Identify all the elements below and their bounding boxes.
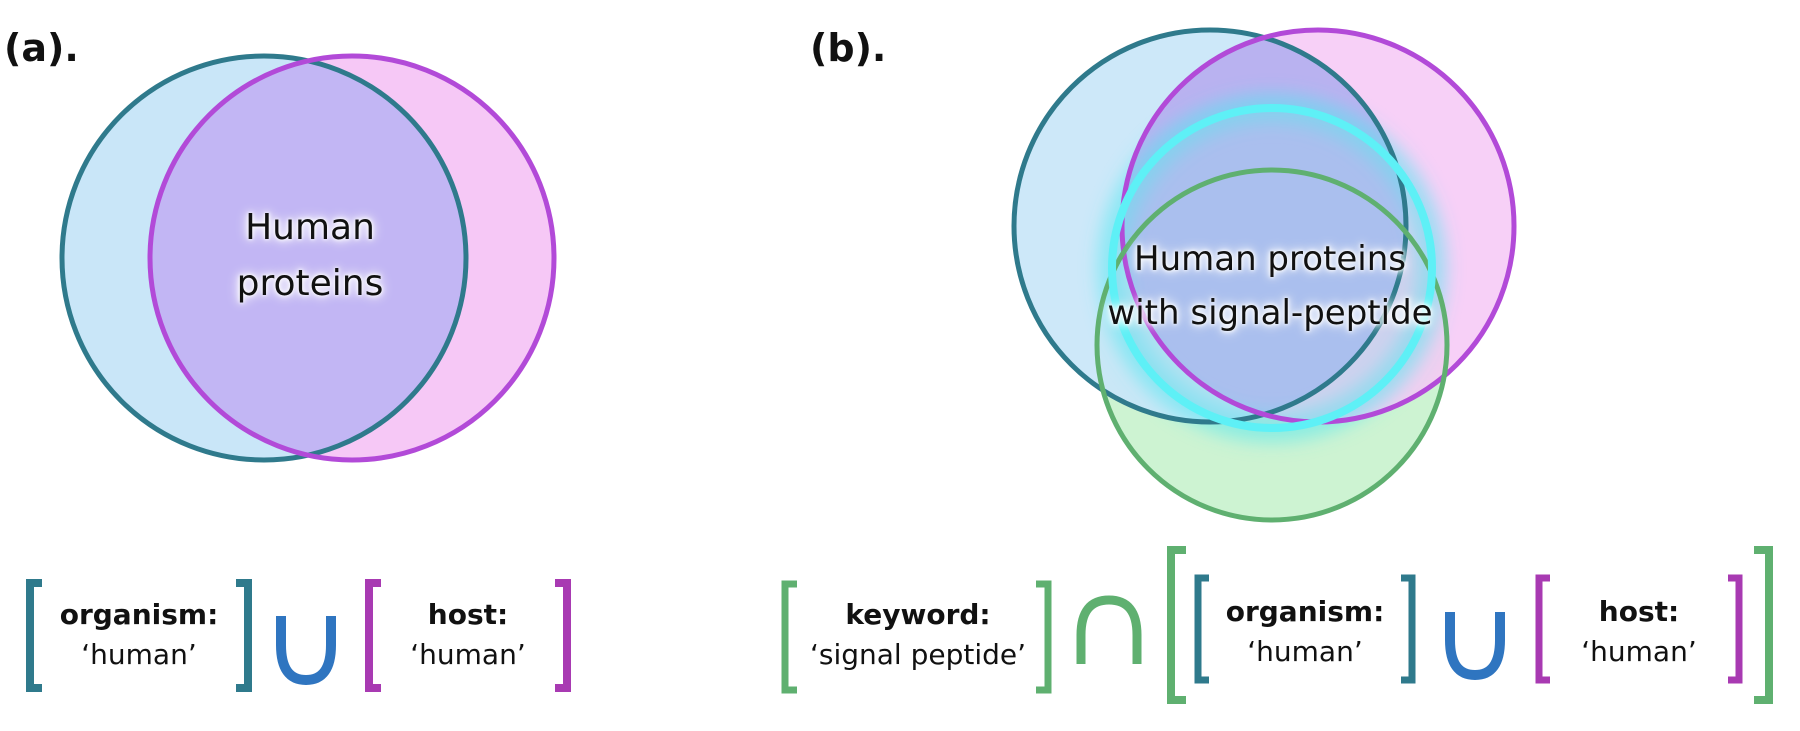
formula-b-keyword-term: keyword: ‘signal peptide’ — [793, 595, 1043, 675]
formula-b-host-value: ‘human’ — [1581, 635, 1697, 668]
formula-a-host-value: ‘human’ — [410, 638, 526, 671]
venn-a-center-line-2: proteins — [236, 263, 384, 304]
venn-b — [1011, 27, 1517, 523]
venn-b-center-text: Human proteins with signal-peptide — [1060, 232, 1480, 340]
highlight-ring — [1108, 104, 1436, 432]
organism-bracket-left-a — [26, 579, 42, 692]
venn-a-center-line-1: Human — [245, 207, 375, 248]
keyword-bracket-right-b — [1036, 580, 1052, 694]
formula-b-organism-term: organism: ‘human’ — [1214, 592, 1396, 672]
outer-bracket-left-b — [1167, 546, 1186, 704]
formula-b-host-key: host: — [1598, 595, 1680, 628]
keyword-set-outline-b — [1094, 167, 1450, 523]
venn-b-center-line-2: with signal-peptide — [1107, 293, 1433, 333]
formula-a-host-key: host: — [427, 598, 509, 631]
organism-bracket-right-a — [236, 579, 252, 692]
venn-b-center-line-1: Human proteins — [1134, 239, 1406, 279]
venn-a — [59, 53, 557, 463]
host-bracket-left-b — [1535, 574, 1550, 684]
organism-bracket-left-b — [1194, 574, 1209, 684]
panel-a-label: (a). — [4, 26, 79, 70]
formula-b-organism-value: ‘human’ — [1247, 635, 1363, 668]
formula-b-host-term: host: ‘human’ — [1555, 592, 1723, 672]
outer-bracket-right-b — [1754, 546, 1773, 704]
formula-b-keyword-value: ‘signal peptide’ — [809, 638, 1027, 671]
host-bracket-right-b — [1728, 574, 1743, 684]
formula-a-organism-value: ‘human’ — [81, 638, 197, 671]
organism-bracket-right-b — [1401, 574, 1416, 684]
keyword-bracket-left-b — [781, 580, 797, 694]
formula-b-organism-key: organism: — [1225, 595, 1385, 628]
formula-a-symbols — [26, 579, 571, 692]
intersection-symbol-b — [1076, 595, 1142, 664]
formula-a-organism-term: organism: ‘human’ — [48, 595, 230, 675]
organism-set-outline-a — [59, 53, 469, 463]
host-bracket-left-a — [365, 579, 381, 692]
host-bracket-right-a — [555, 579, 571, 692]
union-symbol-b — [1445, 612, 1505, 681]
panel-b-label: (b). — [810, 26, 887, 70]
union-symbol-a — [276, 616, 336, 686]
formula-b-symbols — [781, 546, 1773, 704]
venn-a-center-text: Human proteins — [200, 200, 420, 312]
formula-a-host-term: host: ‘human’ — [386, 595, 550, 675]
organism-set-outline-b — [1011, 27, 1409, 425]
formula-a-organism-key: organism: — [59, 598, 219, 631]
host-set-outline-a — [147, 53, 557, 463]
formula-b-keyword-key: keyword: — [845, 598, 991, 631]
